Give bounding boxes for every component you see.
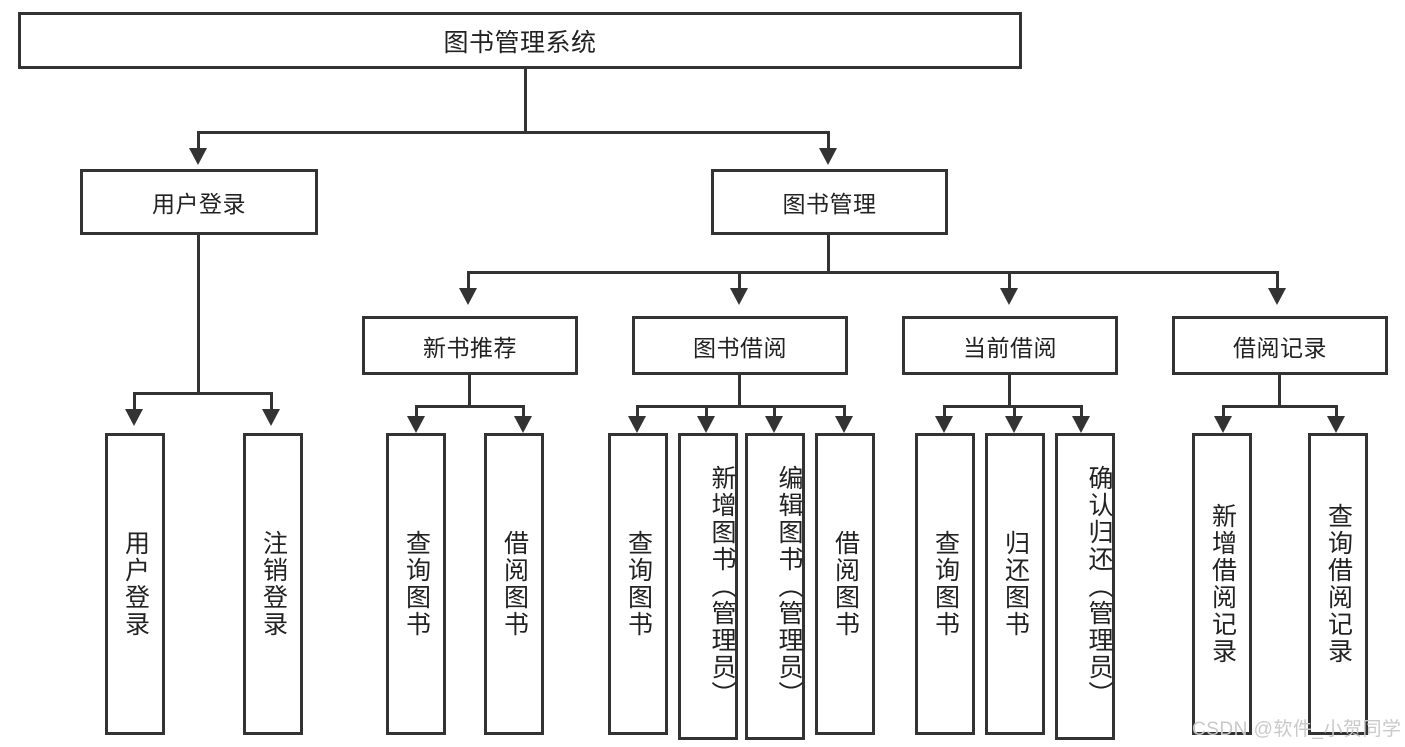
leaf-logout[interactable]: 注销登录 bbox=[243, 433, 303, 735]
leaf-currentborrow-query-book[interactable]: 查询图书 bbox=[915, 433, 975, 735]
leaf-currentborrow-return-book[interactable]: 归还图书 bbox=[985, 433, 1045, 735]
leaf-borrowrecord-add-record[interactable]: 新增借阅记录 bbox=[1192, 433, 1252, 735]
node-label: 查询图书 bbox=[931, 530, 960, 638]
edge-borrowrecord-bus bbox=[1222, 405, 1338, 408]
leaf-bookborrow-edit-book-admin[interactable]: 编辑图书（管理员） bbox=[745, 433, 805, 740]
arrowhead-bookborrow-to-leaf-3 bbox=[765, 416, 783, 433]
leaf-newbook-query-book[interactable]: 查询图书 bbox=[386, 433, 446, 735]
arrowhead-root-to-bookmgmt bbox=[819, 148, 837, 165]
leaf-bookborrow-query-book[interactable]: 查询图书 bbox=[608, 433, 668, 735]
node-label: 注销登录 bbox=[259, 530, 288, 638]
arrowhead-bookmgmt-to-new bbox=[459, 288, 477, 305]
arrowhead-currentborrow-to-leaf-3 bbox=[1072, 416, 1090, 433]
edge-currentborrow-to-leaf-2 bbox=[1013, 405, 1016, 418]
leaf-currentborrow-confirm-return-admin[interactable]: 确认归还（管理员） bbox=[1055, 433, 1115, 740]
edge-bookborrow-to-leaf-2 bbox=[705, 405, 708, 418]
node-label: 新书推荐 bbox=[423, 334, 517, 361]
edge-root-stem bbox=[524, 69, 527, 131]
arrowhead-login-to-leaf-1 bbox=[125, 409, 143, 426]
arrowhead-login-to-leaf-2 bbox=[262, 409, 280, 426]
arrowhead-bookborrow-to-leaf-4 bbox=[835, 416, 853, 433]
edge-login-to-leaf-2 bbox=[270, 392, 273, 410]
node-label: 新增图书（管理员） bbox=[708, 465, 736, 708]
leaf-bookborrow-borrow-book[interactable]: 借阅图书 bbox=[815, 433, 875, 735]
edge-bookborrow-stem bbox=[738, 375, 741, 408]
node-label: 新增借阅记录 bbox=[1208, 503, 1237, 665]
edge-newbook-stem bbox=[468, 375, 471, 408]
edge-bookmgmt-bus bbox=[467, 271, 1279, 274]
node-root-system[interactable]: 图书管理系统 bbox=[18, 12, 1022, 69]
edge-borrowrecord-to-leaf-1 bbox=[1222, 405, 1225, 418]
edge-bookmgmt-to-current bbox=[1008, 271, 1011, 289]
node-label: 查询图书 bbox=[624, 530, 653, 638]
node-book-management[interactable]: 图书管理 bbox=[711, 169, 948, 235]
node-label: 用户登录 bbox=[152, 191, 246, 217]
node-user-login[interactable]: 用户登录 bbox=[80, 169, 318, 235]
edge-borrowrecord-to-leaf-2 bbox=[1335, 405, 1338, 418]
edge-bookborrow-to-leaf-4 bbox=[843, 405, 846, 418]
arrowhead-bookmgmt-to-current bbox=[1000, 288, 1018, 305]
edge-login-stem bbox=[197, 235, 200, 395]
edge-currentborrow-to-leaf-3 bbox=[1080, 405, 1083, 418]
node-label: 查询借阅记录 bbox=[1324, 503, 1353, 665]
node-book-borrow[interactable]: 图书借阅 bbox=[632, 316, 848, 375]
arrowhead-bookborrow-to-leaf-2 bbox=[697, 416, 715, 433]
node-current-borrow[interactable]: 当前借阅 bbox=[902, 316, 1118, 375]
edge-newbook-to-leaf-1 bbox=[415, 405, 418, 418]
arrowhead-borrowrecord-to-leaf-2 bbox=[1327, 416, 1345, 433]
leaf-bookborrow-add-book-admin[interactable]: 新增图书（管理员） bbox=[678, 433, 738, 740]
arrowhead-bookmgmt-to-record bbox=[1268, 288, 1286, 305]
edge-login-bus bbox=[133, 392, 270, 395]
node-label: 当前借阅 bbox=[963, 334, 1057, 361]
edge-newbook-to-leaf-2 bbox=[522, 405, 525, 418]
edge-currentborrow-to-leaf-1 bbox=[943, 405, 946, 418]
arrowhead-currentborrow-to-leaf-1 bbox=[935, 416, 953, 433]
edge-bookmgmt-to-borrow bbox=[738, 271, 741, 289]
edge-currentborrow-stem bbox=[1008, 375, 1011, 408]
arrowhead-newbook-to-leaf-2 bbox=[514, 416, 532, 433]
edge-root-bus bbox=[197, 131, 830, 134]
edge-bookborrow-to-leaf-1 bbox=[636, 405, 639, 418]
edge-bookmgmt-to-new bbox=[467, 271, 470, 289]
leaf-user-login[interactable]: 用户登录 bbox=[105, 433, 165, 735]
node-new-book-recommend[interactable]: 新书推荐 bbox=[362, 316, 578, 375]
node-label: 图书管理系统 bbox=[443, 28, 597, 57]
arrowhead-currentborrow-to-leaf-2 bbox=[1005, 416, 1023, 433]
edge-root-to-bookmgmt bbox=[827, 131, 830, 149]
arrowhead-root-to-login bbox=[189, 148, 207, 165]
edge-bookmgmt-to-record bbox=[1276, 271, 1279, 289]
node-label: 确认归还（管理员） bbox=[1085, 465, 1113, 708]
node-label: 借阅图书 bbox=[831, 530, 860, 638]
arrowhead-bookborrow-to-leaf-1 bbox=[628, 416, 646, 433]
arrowhead-borrowrecord-to-leaf-1 bbox=[1214, 416, 1232, 433]
node-label: 图书借阅 bbox=[693, 334, 787, 361]
edge-bookborrow-bus bbox=[636, 405, 846, 408]
node-borrow-record[interactable]: 借阅记录 bbox=[1172, 316, 1388, 375]
edge-bookborrow-to-leaf-3 bbox=[773, 405, 776, 418]
leaf-newbook-borrow-book[interactable]: 借阅图书 bbox=[484, 433, 544, 735]
arrowhead-newbook-to-leaf-1 bbox=[407, 416, 425, 433]
arrowhead-bookmgmt-to-borrow bbox=[730, 288, 748, 305]
edge-bookmgmt-stem bbox=[827, 235, 830, 273]
node-label: 图书管理 bbox=[782, 191, 877, 217]
node-label: 查询图书 bbox=[402, 530, 431, 638]
node-label: 用户登录 bbox=[121, 530, 150, 638]
node-label: 借阅记录 bbox=[1233, 334, 1327, 361]
node-label: 借阅图书 bbox=[500, 530, 529, 638]
node-label: 归还图书 bbox=[1001, 530, 1030, 638]
edge-borrowrecord-stem bbox=[1278, 375, 1281, 408]
edge-login-to-leaf-1 bbox=[133, 392, 136, 410]
edge-newbook-bus bbox=[415, 405, 525, 408]
node-label: 编辑图书（管理员） bbox=[775, 465, 803, 708]
edge-root-to-login bbox=[197, 131, 200, 149]
csdn-watermark: CSDN @软件_小贺同学 bbox=[1192, 719, 1402, 740]
leaf-borrowrecord-query-record[interactable]: 查询借阅记录 bbox=[1308, 433, 1368, 735]
